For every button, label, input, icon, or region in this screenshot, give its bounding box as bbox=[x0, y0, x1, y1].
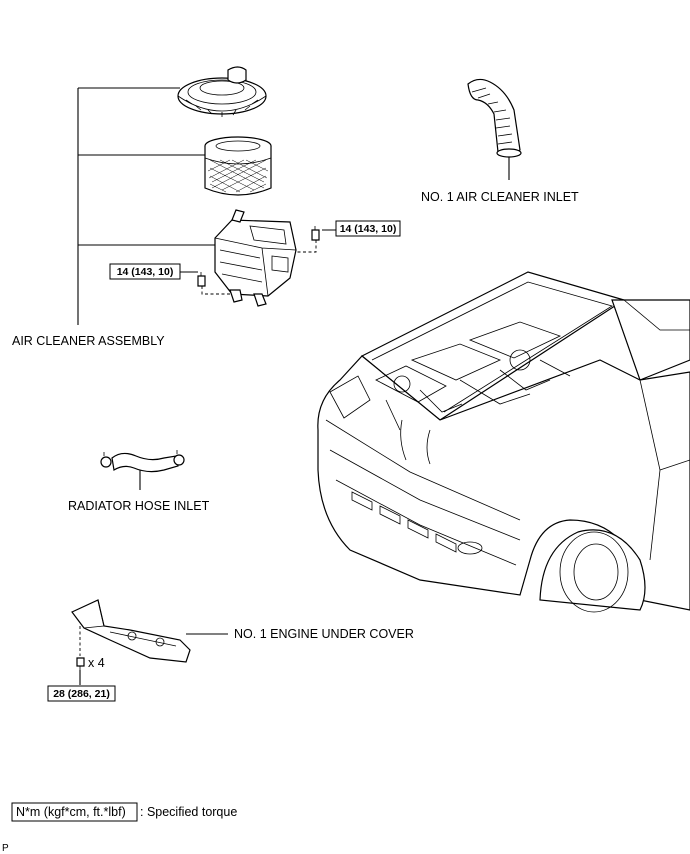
torque-box-under-cover: 28 (286, 21) bbox=[47, 685, 116, 702]
label-quantity-x4: x 4 bbox=[88, 656, 105, 670]
footer-code: P bbox=[2, 843, 9, 854]
torque-value-under-cover: 28 (286, 21) bbox=[53, 688, 110, 700]
air-cleaner-bolts bbox=[180, 226, 336, 295]
no1-engine-under-cover-part bbox=[71, 599, 228, 685]
torque-legend: N*m (kgf*cm, ft.*lbf) : Specified torque bbox=[11, 802, 237, 822]
torque-value-air-cleaner-right: 14 (143, 10) bbox=[340, 223, 397, 235]
air-filter-element-part bbox=[204, 136, 272, 196]
torque-value-air-cleaner-left: 14 (143, 10) bbox=[117, 266, 174, 278]
label-no1-air-cleaner-inlet: NO. 1 AIR CLEANER INLET bbox=[421, 190, 579, 204]
label-radiator-hose-inlet: RADIATOR HOSE INLET bbox=[68, 499, 210, 513]
air-cleaner-assembly-group bbox=[77, 66, 336, 325]
radiator-hose-inlet-part bbox=[100, 450, 185, 490]
torque-box-air-cleaner-right: 14 (143, 10) bbox=[335, 220, 401, 237]
label-no1-engine-under-cover: NO. 1 ENGINE UNDER COVER bbox=[234, 627, 414, 641]
assembly-bracket-lines bbox=[77, 87, 215, 325]
air-cleaner-cap-part bbox=[177, 66, 267, 117]
torque-box-air-cleaner-left: 14 (143, 10) bbox=[109, 263, 181, 280]
legend-description: : Specified torque bbox=[140, 805, 237, 819]
air-cleaner-case-part bbox=[214, 209, 297, 307]
no1-air-cleaner-inlet-part bbox=[467, 78, 522, 180]
vehicle-illustration bbox=[317, 271, 690, 613]
legend-unit-box-text: N*m (kgf*cm, ft.*lbf) bbox=[16, 805, 126, 819]
label-air-cleaner-assembly: AIR CLEANER ASSEMBLY bbox=[12, 334, 165, 348]
